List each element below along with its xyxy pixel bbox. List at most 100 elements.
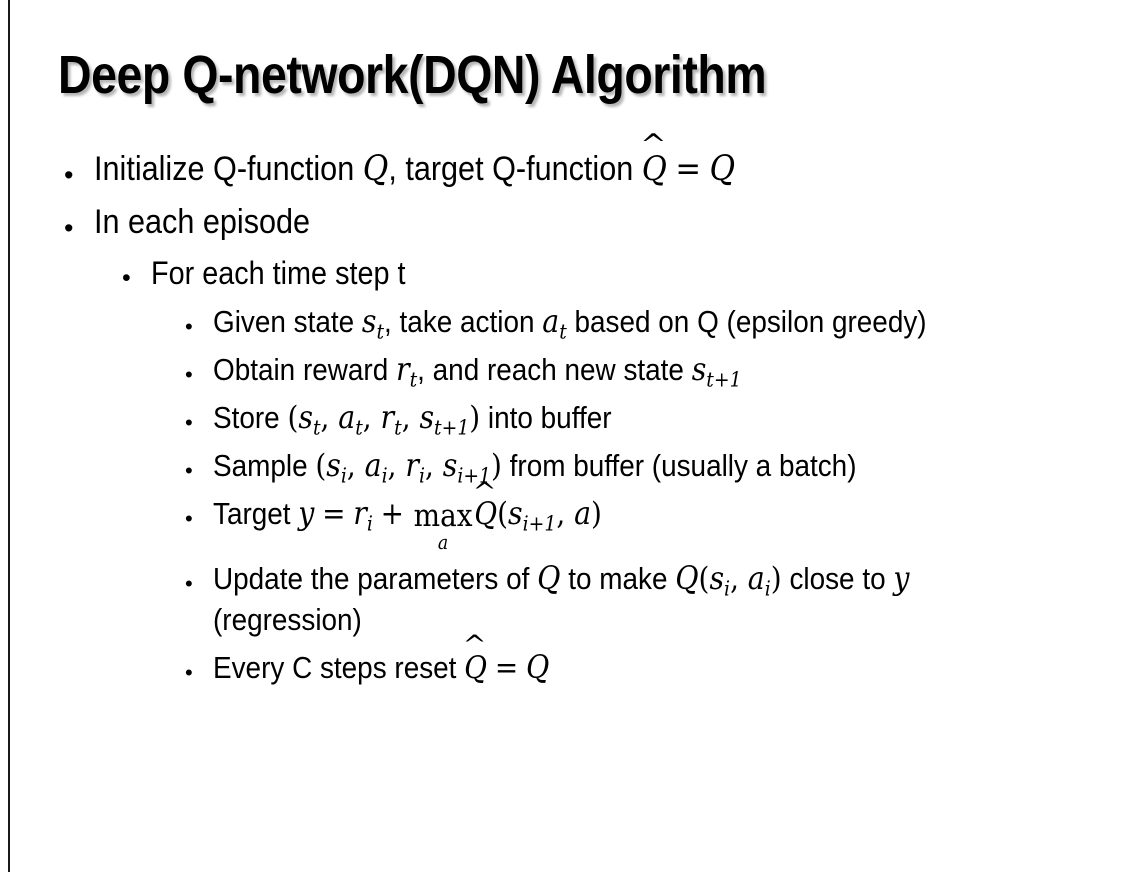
bullet-marker-icon: • — [185, 571, 193, 597]
math-symbol: , — [387, 448, 406, 485]
math-symbol: , — [401, 400, 420, 437]
text-run — [701, 150, 710, 188]
math-symbol: = — [675, 149, 702, 189]
math-variable-subscripted: ri — [353, 496, 373, 536]
slide-title: Deep Q-network(DQN) Algorithm — [58, 45, 767, 105]
math-variable: Q — [362, 149, 389, 189]
bullet-text: Initialize Q-function Q, target Q-functi… — [94, 148, 1021, 192]
math-subscript: t — [376, 319, 385, 344]
text-run: Target — [213, 496, 299, 532]
math-subscript: t — [559, 319, 567, 344]
math-variable: Q — [525, 649, 550, 686]
math-subscript: i — [418, 463, 425, 488]
bullet-text: In each episode — [94, 201, 1021, 244]
text-run — [667, 150, 676, 188]
math-subscript: t+1 — [434, 415, 470, 440]
bullet-reset-target: • Every C steps reset Q = Q — [0, 648, 1124, 689]
math-symbol: ( — [497, 496, 509, 533]
math-variable-subscripted: st+1 — [419, 400, 470, 440]
math-symbol: ) — [591, 496, 602, 533]
math-subscript: i+1 — [522, 511, 557, 536]
math-variable: Q — [709, 149, 736, 189]
bullet-in-each-episode: • In each episode — [0, 201, 1124, 244]
math-subscript: t — [409, 367, 418, 392]
math-symbol: , — [730, 561, 748, 598]
bullet-update-parameters: • Update the parameters of Q to make Q(si… — [0, 559, 1124, 640]
slide-left-border — [8, 0, 10, 872]
bullet-given-state: • Given state st, take action at based on… — [0, 302, 1124, 343]
math-variable-subscripted: st — [298, 400, 321, 440]
math-operator-subscript: a — [437, 530, 449, 554]
math-subscript: i — [366, 511, 373, 536]
math-symbol: ( — [698, 561, 710, 598]
math-subscript: t — [312, 415, 321, 440]
bullet-sample-buffer: •Sample (si, ai, ri, si+1) from buffer (… — [0, 446, 1124, 487]
bullet-initialize: •Initialize Q-function Q, target Q-funct… — [0, 148, 1124, 192]
bullet-marker-icon: • — [64, 212, 74, 243]
math-operator-name: max — [413, 497, 473, 534]
bullet-text: Given state st, take action at based on … — [213, 302, 1033, 343]
bullet-marker-icon: • — [185, 361, 193, 387]
math-subscript: t — [394, 415, 402, 440]
math-variable: Q — [675, 561, 699, 598]
math-variable-subscripted: ri — [405, 448, 425, 488]
text-run — [346, 496, 354, 531]
math-symbol: , — [424, 448, 443, 485]
text-run: to make — [560, 561, 676, 597]
text-run — [518, 650, 526, 685]
text-run: into buffer — [480, 400, 612, 436]
bullet-text: Sample (si, ai, ri, si+1) from buffer (u… — [213, 446, 1033, 487]
text-run: , take action — [384, 303, 543, 339]
math-subscript: t — [355, 415, 363, 440]
text-run: Sample — [213, 448, 316, 484]
text-run: , target Q-function — [388, 150, 642, 188]
math-subscript: i — [764, 576, 771, 601]
math-variable-subscripted: rt — [395, 351, 418, 392]
math-symbol: ( — [287, 400, 299, 437]
bullet-for-each-time-step: • For each time step t — [0, 253, 1124, 293]
text-run: Initialize Q-function — [94, 150, 363, 188]
math-variable: Q — [537, 561, 561, 598]
bullet-text: Update the parameters of Q to make Q(si,… — [213, 559, 1033, 640]
math-variable: y — [893, 561, 910, 598]
bullet-text: Obtain reward rt, and reach new state st… — [213, 350, 1033, 391]
bullet-store-buffer: •Store (st, at, rt, st+1) into buffer — [0, 398, 1124, 439]
bullet-marker-icon: • — [185, 659, 193, 685]
text-run: based on Q (epsilon greedy) — [566, 303, 927, 339]
math-subscript: i — [724, 576, 731, 601]
bullet-marker-icon: • — [64, 160, 74, 190]
text-run — [404, 496, 412, 531]
text-run: close to — [781, 561, 894, 597]
math-variable-subscripted: ai — [364, 448, 388, 488]
math-symbol: + — [380, 496, 405, 533]
math-variable-hat: Q — [464, 648, 487, 688]
bullet-target: •Target y = ri + maxaQ(si+1, a) — [0, 494, 1124, 552]
math-symbol: , — [556, 496, 575, 533]
math-variable-hat: Q — [642, 148, 667, 191]
text-run: Obtain reward — [213, 351, 396, 387]
bullet-marker-icon: • — [185, 313, 193, 339]
math-symbol: , — [362, 400, 381, 437]
math-variable: a — [574, 496, 592, 533]
bullet-text: Target y = ri + maxaQ(si+1, a) — [213, 494, 1033, 552]
math-symbol: ) — [491, 448, 502, 485]
math-variable-subscripted: rt — [380, 400, 402, 440]
math-subscript: i — [340, 463, 347, 488]
math-symbol: = — [494, 649, 519, 686]
bullet-marker-icon: • — [122, 263, 131, 292]
math-variable-subscripted: st+1 — [691, 351, 742, 392]
math-variable-subscripted: si — [709, 561, 731, 601]
math-symbol: , — [320, 400, 339, 437]
math-symbol: , — [346, 448, 365, 485]
math-variable-subscripted: at — [338, 400, 363, 440]
math-subscript: t+1 — [706, 367, 742, 392]
math-symbol: ( — [315, 448, 327, 485]
math-subscript: i — [381, 463, 388, 488]
text-run: For each time step t — [151, 254, 406, 291]
bullet-marker-icon: • — [185, 506, 193, 532]
text-run: Every C steps reset — [213, 649, 465, 685]
math-variable-subscripted: st — [361, 303, 385, 344]
text-run — [487, 650, 495, 685]
